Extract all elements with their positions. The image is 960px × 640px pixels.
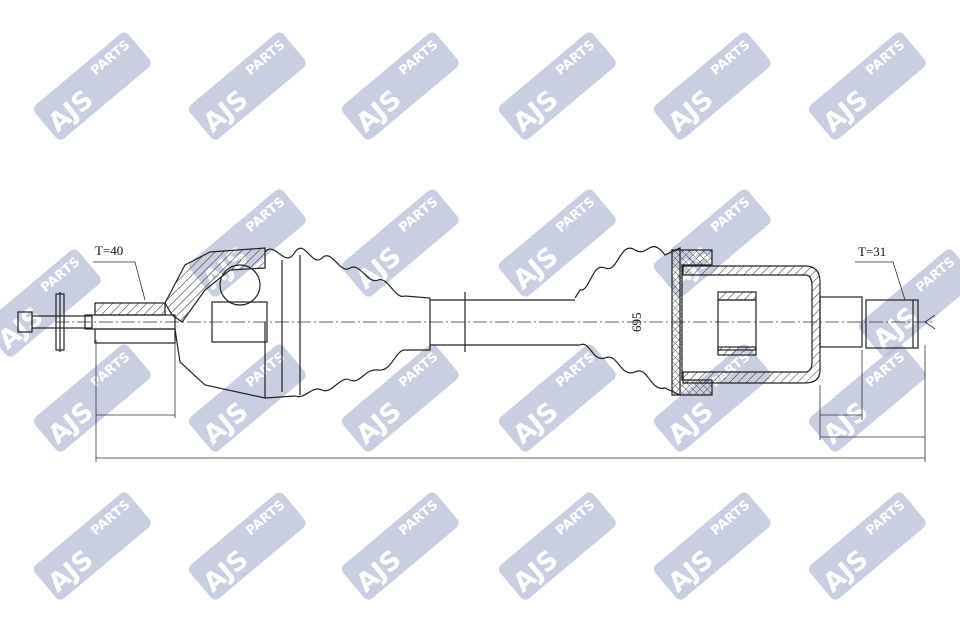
- dimension-lines: [93, 261, 926, 462]
- left-spline-count-label: T=40: [95, 243, 123, 258]
- shaft-diameter-label: 695: [629, 313, 644, 333]
- right-spline-count-label: T=31: [858, 244, 886, 259]
- shaft-outline: [17, 246, 936, 399]
